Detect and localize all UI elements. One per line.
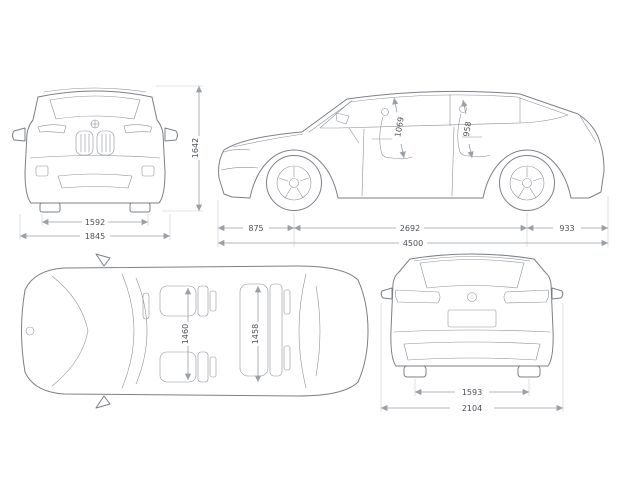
dim-front-headroom-value: 1069: [393, 116, 405, 138]
brand-roundel-icon: [90, 119, 100, 129]
dim-front-overhang-value: 875: [248, 224, 263, 233]
side-front-wheel: [266, 155, 322, 211]
front-kidney-grille: [75, 130, 115, 156]
side-car-body: [218, 90, 605, 199]
top-steering-wheel: [142, 292, 150, 320]
dim-rear-overhang-value: 933: [559, 224, 574, 233]
rear-left-mirror: [380, 287, 393, 300]
front-right-mirror: [164, 127, 178, 142]
front-left-mirror: [12, 127, 26, 142]
dim-rear-interior-width-value: 1458: [251, 324, 260, 344]
top-right-mirror: [95, 395, 111, 409]
top-rear-width-dimension: 1458: [251, 286, 262, 382]
dim-rear-width-value: 2104: [462, 404, 482, 413]
dim-wheelbase-value: 2692: [400, 224, 420, 233]
side-front-headroom-dimension: 1069: [392, 97, 406, 159]
front-width-dimension: 1845: [19, 214, 171, 241]
rear-right-wheel: [517, 365, 541, 378]
front-right-headlight: [123, 124, 153, 134]
rear-right-mirror: [551, 287, 564, 300]
top-car-body: [21, 253, 369, 409]
front-car-body: [12, 87, 178, 213]
dim-front-interior-width-value: 1460: [181, 324, 190, 344]
rear-left-wheel: [403, 365, 427, 378]
rear-car-body: [380, 253, 564, 378]
rear-brand-roundel-icon: [467, 292, 477, 302]
top-view: 1460 1458: [21, 253, 369, 409]
front-left-headlight: [37, 124, 67, 134]
side-rear-headroom-dimension: 958: [461, 99, 474, 159]
dim-front-track-value: 1592: [85, 218, 105, 227]
front-left-wheel: [39, 202, 61, 213]
top-left-mirror: [95, 253, 111, 267]
front-view: 1592 1845 1642: [12, 85, 203, 241]
dim-front-width-value: 1845: [85, 232, 105, 241]
top-brand-roundel-icon: [25, 326, 35, 336]
front-track-dimension: 1592: [41, 214, 149, 227]
front-height-dimension: 1642: [156, 85, 203, 212]
rear-right-taillight: [503, 289, 549, 304]
dim-rear-headroom-value: 958: [462, 121, 473, 138]
dim-overall-length-value: 4500: [403, 239, 423, 248]
side-mirror: [335, 112, 350, 125]
rear-width-dimension: 2104: [380, 303, 564, 413]
front-right-wheel: [129, 202, 151, 213]
top-seats: [142, 283, 291, 383]
side-length-dimensions: 875 2692 933 4500: [217, 196, 609, 248]
rear-view: 1593 2104: [380, 253, 564, 413]
top-front-width-dimension: 1460: [181, 288, 192, 380]
dim-rear-track-value: 1593: [462, 388, 482, 397]
rear-track-dimension: 1593: [414, 379, 530, 397]
side-view: 1069 958 875 2692 933 4500: [217, 90, 609, 248]
side-rear-wheel: [499, 155, 555, 211]
dim-overall-height-value: 1642: [191, 138, 200, 158]
side-interior-seats: [348, 105, 491, 160]
rear-license-plate: [447, 309, 497, 328]
rear-left-taillight: [395, 289, 441, 304]
